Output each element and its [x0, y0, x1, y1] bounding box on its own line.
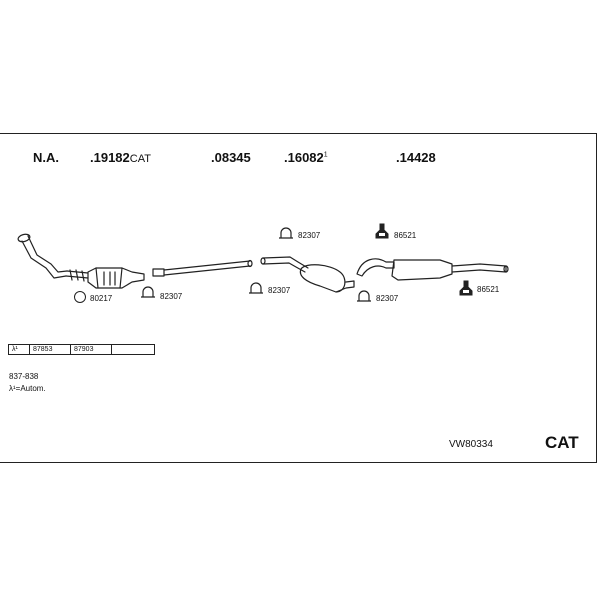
rubber-hanger-icon: [375, 223, 389, 239]
label-82307-clamp-4: 82307: [376, 294, 399, 303]
part-na: N.A.: [33, 150, 59, 165]
clamp-icon: [357, 290, 371, 302]
sensor-cell: [111, 344, 155, 355]
clamp-icon: [141, 286, 155, 298]
brand-label: CAT: [545, 433, 579, 452]
kit-code: VW80334: [449, 439, 493, 450]
lambda-symbol: λ¹: [8, 344, 30, 355]
label-80217: 80217: [90, 294, 113, 303]
intermediate-pipe: [152, 259, 253, 277]
label-82307-clamp-3: 82307: [268, 286, 291, 295]
label-82307-clamp-2: 82307: [298, 231, 321, 240]
note-range: 837-838: [9, 372, 39, 381]
label-86521-hanger-2: 86521: [477, 285, 500, 294]
note-autom: λ¹=Autom.: [9, 384, 46, 393]
diagram-frame: [0, 133, 597, 463]
sensor-cell: 87903: [70, 344, 112, 355]
rear-silencer: [356, 258, 509, 281]
part-middle-silencer: .160821: [284, 150, 328, 165]
rubber-hanger-icon: [459, 280, 473, 296]
lambda-sensor-table: λ¹ 87853 87903: [8, 344, 155, 355]
middle-silencer: [260, 256, 355, 293]
part-catalyst: .19182CAT: [90, 150, 151, 165]
sensor-cell: 87853: [29, 344, 71, 355]
clamp-icon: [279, 227, 293, 239]
part-pipe: .08345: [211, 150, 251, 165]
part-rear-silencer: .14428: [396, 150, 436, 165]
front-pipe: [17, 233, 89, 282]
label-86521-hanger-1: 86521: [394, 231, 417, 240]
gasket-ring-icon: [74, 291, 86, 303]
catalytic-converter: [87, 267, 145, 289]
label-82307-clamp-1: 82307: [160, 292, 183, 301]
clamp-icon: [249, 282, 263, 294]
